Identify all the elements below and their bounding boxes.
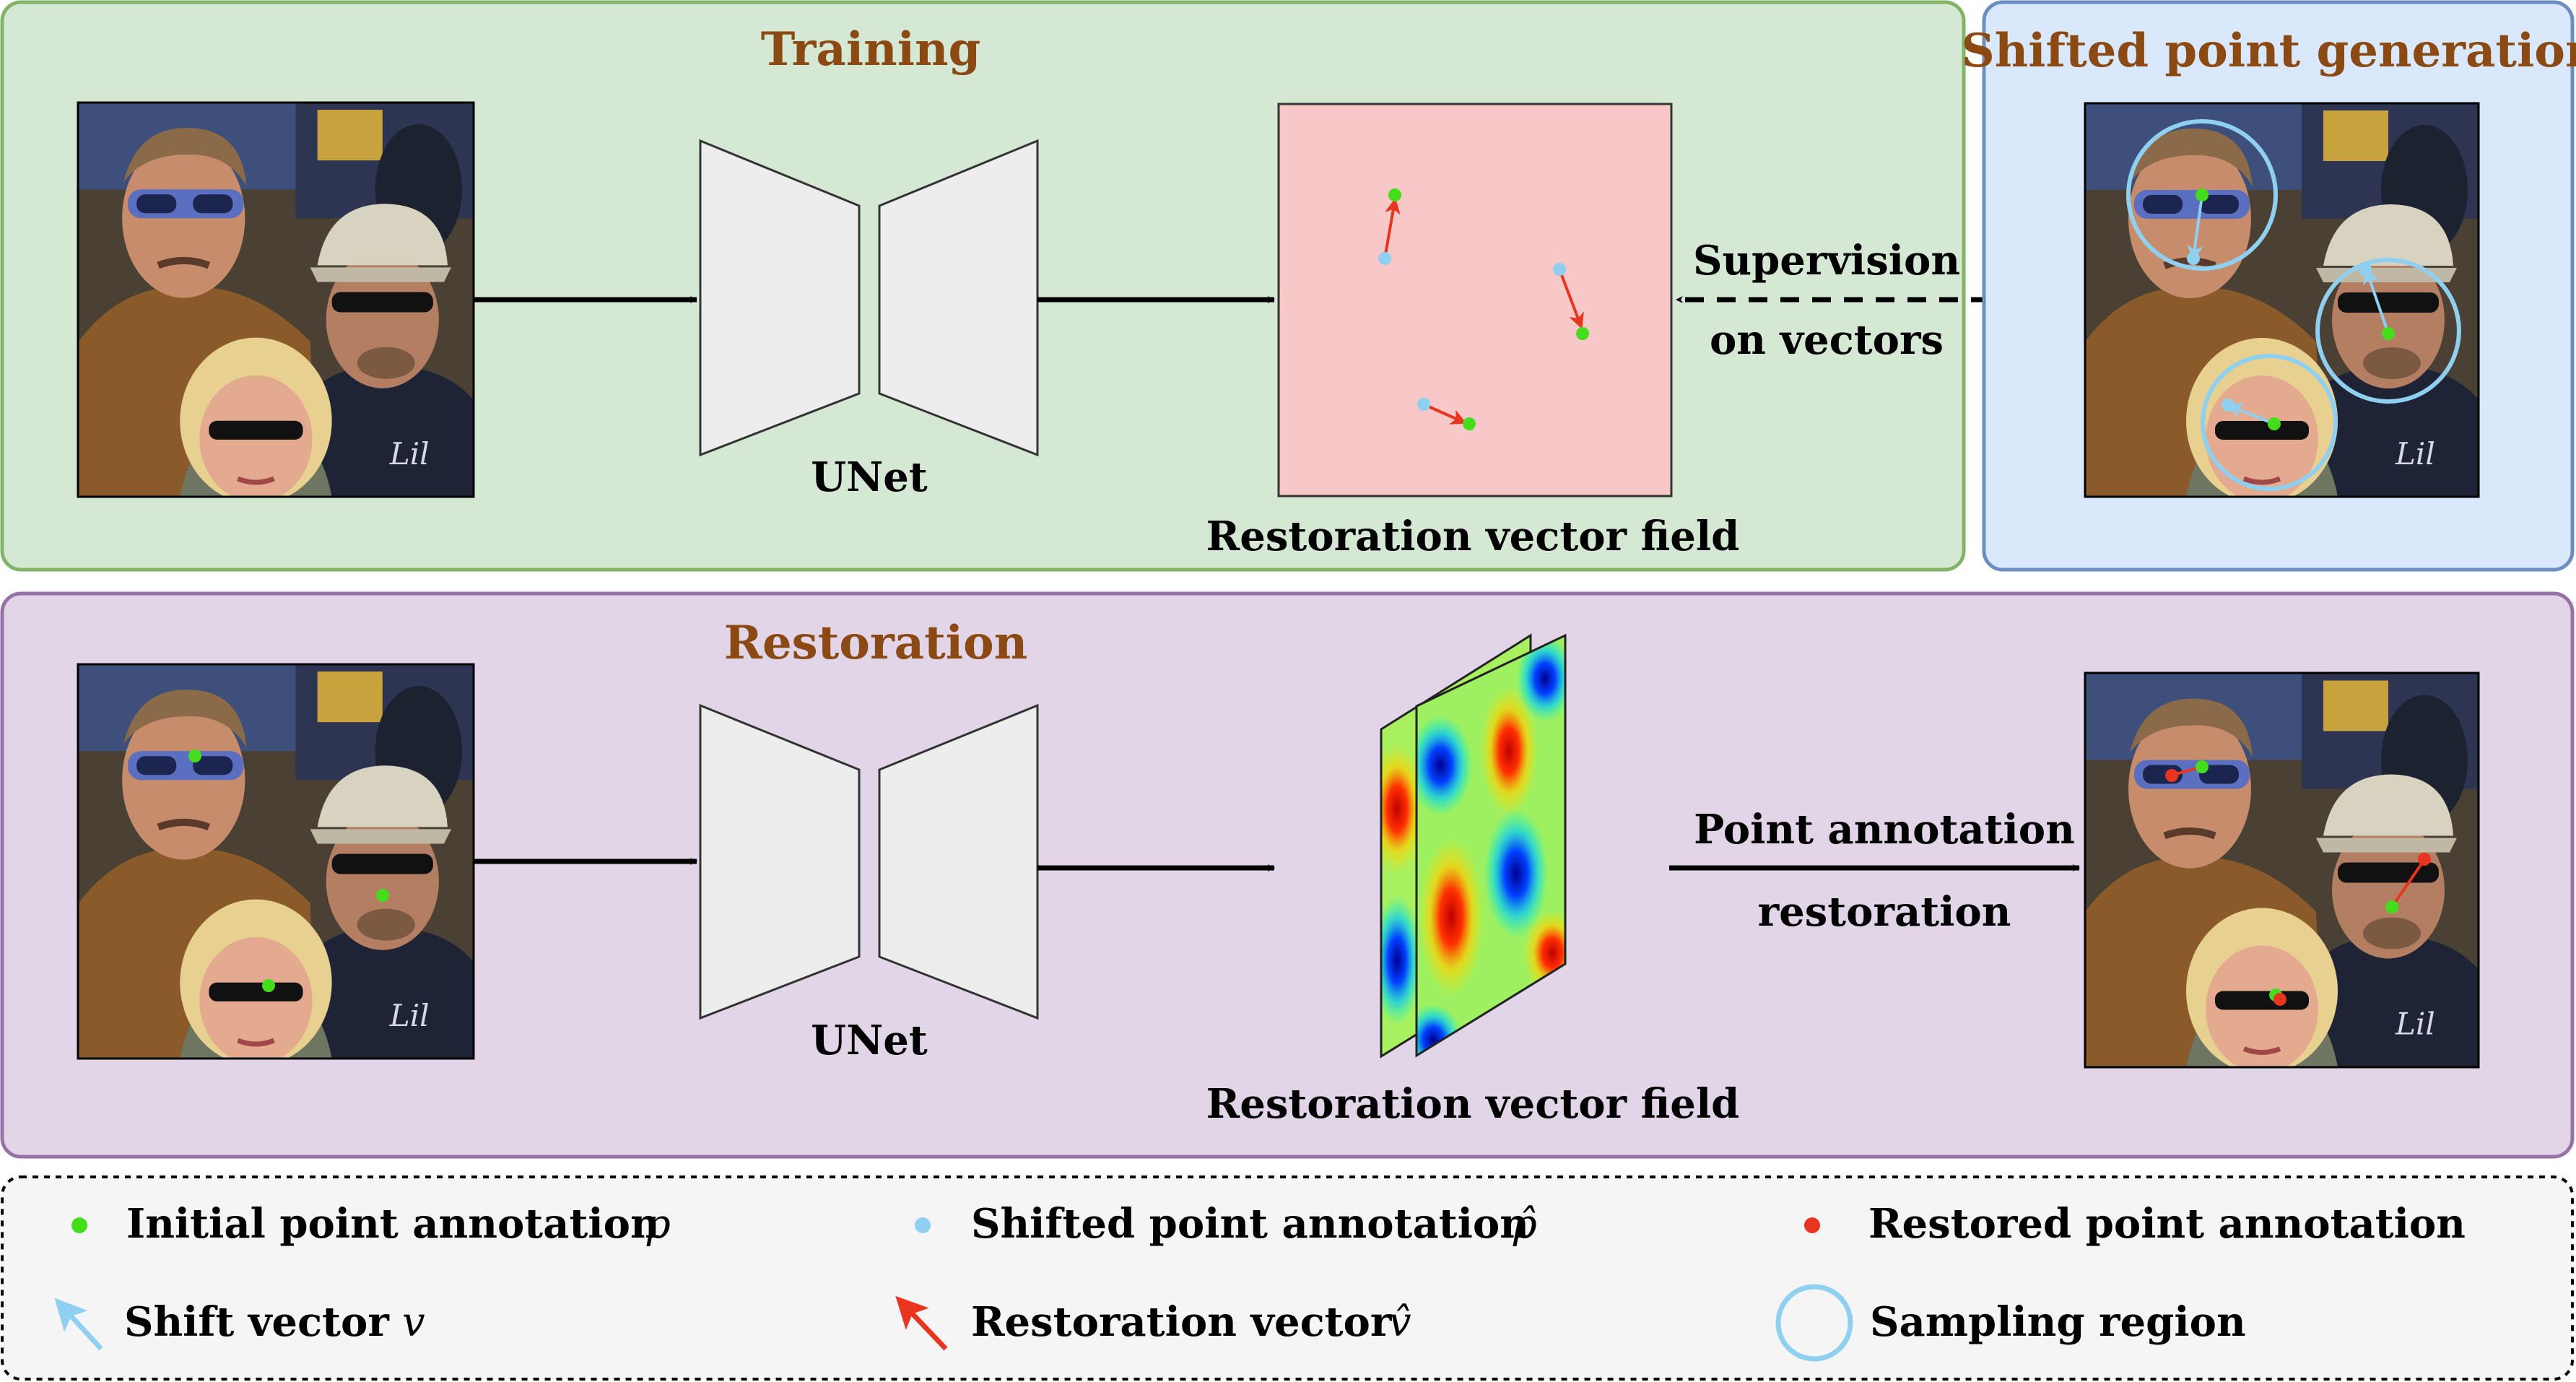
- vector-field-box: [1277, 103, 1673, 497]
- legend-shift-vector-symbol: v: [402, 1299, 425, 1346]
- legend-restoration-vector-text: Restoration vector: [971, 1298, 1393, 1346]
- restoration-input-point-3: [262, 979, 275, 992]
- legend-shift-vector-icon: [54, 1298, 103, 1351]
- restoration-output-crowd-photo-icon: [2085, 674, 2479, 1074]
- heatmap-channel-2: [1415, 633, 1567, 1058]
- restoration-input-point-2: [376, 889, 389, 902]
- restoration-unet-icon: [699, 703, 1039, 1020]
- shifted-point-2: [1553, 263, 1566, 276]
- shift-shifted-point-1: [2187, 252, 2200, 265]
- legend-shifted-text: Shifted point annotation: [971, 1200, 1529, 1248]
- legend-sampling-text: Sampling region: [1870, 1298, 2246, 1346]
- restoration-title: Restoration: [724, 616, 1027, 670]
- shift-initial-point-1: [2196, 188, 2209, 201]
- legend-shifted-point-icon: [915, 1217, 931, 1233]
- legend-shifted-symbol: p̂: [1511, 1201, 1537, 1248]
- restoration-input-point-1: [188, 749, 201, 762]
- legend-shift-vector-text: Shift vector: [124, 1298, 390, 1346]
- shift-crowd-photo-icon: [2085, 103, 2479, 504]
- legend-restoration-vector-symbol: v̂: [1388, 1299, 1411, 1346]
- shift-panel: Shifted point generation: [1961, 0, 2576, 572]
- training-unet-icon: [699, 139, 1039, 457]
- restoration-vector-1: [1383, 198, 1401, 259]
- point-restoration-label-line2: restoration: [1758, 888, 2011, 936]
- shift-vector-2: [2363, 268, 2390, 334]
- restoration-panel-bg: [0, 591, 2575, 1159]
- training-panel: Training UNet Restoration vector field S…: [0, 0, 1966, 572]
- shift-vector-3: [2227, 403, 2275, 425]
- training-input-crowd-photo-icon: [79, 103, 473, 504]
- training-unet-label: UNet: [811, 453, 928, 501]
- training-title: Training: [761, 22, 981, 77]
- legend: Initial point annotation p Shifted point…: [1, 1175, 2574, 1381]
- restoration-unet-decoder: [878, 703, 1039, 1020]
- restoration-output-frame: [2084, 672, 2480, 1069]
- shift-title: Shifted point generation: [1961, 24, 2576, 78]
- restoration-unet-label: UNet: [811, 1017, 928, 1064]
- sampling-region-2: [2315, 258, 2461, 404]
- restoration-input-crowd-photo-icon: [79, 664, 473, 1066]
- legend-initial-text: Initial point annotation: [126, 1200, 660, 1248]
- point-restoration-label-line1: Point annotation: [1694, 806, 2075, 853]
- training-field-label: Restoration vector field: [1206, 513, 1740, 560]
- restoration-panel: Restoration UNet: [0, 591, 2575, 1159]
- initial-point-3: [1463, 417, 1476, 430]
- restoration-field-label: Restoration vector field: [1206, 1080, 1740, 1128]
- initial-point-2: [1576, 327, 1589, 340]
- legend-bg: [1, 1175, 2574, 1381]
- training-unet-decoder: [878, 139, 1039, 457]
- legend-restoration-vector-icon: [895, 1295, 948, 1351]
- shift-initial-point-2: [2382, 327, 2395, 340]
- training-vector-field-icon: [1277, 103, 1673, 497]
- shift-shifted-point-2: [2359, 263, 2372, 276]
- shift-initial-point-3: [2268, 417, 2281, 430]
- output-restored-point-2: [2418, 853, 2431, 866]
- restoration-vector-3: [1423, 403, 1467, 425]
- shifted-point-1: [1378, 252, 1391, 265]
- training-unet-encoder: [699, 139, 861, 457]
- sampling-region-1: [2126, 119, 2278, 271]
- sampling-region-3: [2201, 354, 2338, 491]
- shift-shifted-point-3: [2222, 399, 2235, 412]
- legend-restored-text: Restored point annotation: [1868, 1200, 2466, 1248]
- output-initial-point-2: [2385, 900, 2398, 913]
- shift-photo-frame: [2084, 102, 2480, 498]
- supervision-label-line2: on vectors: [1710, 316, 1944, 364]
- shifted-point-3: [1417, 398, 1430, 411]
- legend-initial-point-icon: [71, 1217, 87, 1233]
- restoration-vector-2: [1558, 269, 1584, 329]
- output-restored-point-1: [2165, 769, 2178, 782]
- legend-initial-symbol: p: [645, 1201, 671, 1248]
- restoration-heatmap-icon: [1380, 633, 1567, 1059]
- output-restored-point-3: [2273, 993, 2286, 1006]
- restoration-unet-encoder: [699, 703, 861, 1020]
- shift-vector-1: [2187, 194, 2203, 261]
- supervision-label-line1: Supervision: [1693, 237, 1960, 284]
- output-initial-point-1: [2196, 760, 2209, 773]
- legend-restored-point-icon: [1804, 1217, 1820, 1233]
- legend-sampling-region-icon: [1775, 1284, 1853, 1362]
- initial-point-1: [1388, 188, 1401, 201]
- output-restoration-vector-2: [2390, 859, 2425, 908]
